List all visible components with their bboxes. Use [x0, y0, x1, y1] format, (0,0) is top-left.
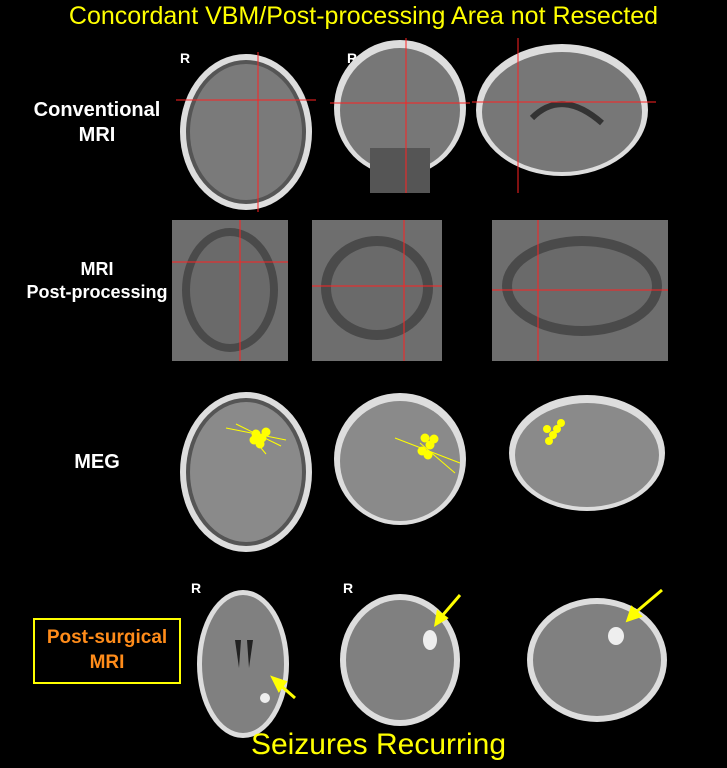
- post-surgical-coronal-image: [340, 594, 462, 726]
- post-surgical-sagittal-image: [527, 588, 667, 722]
- post-processing-axial-image: [172, 220, 288, 361]
- meg-sagittal-image: [509, 395, 665, 511]
- conventional-mri-coronal-image: [330, 38, 470, 193]
- label-line: Post-surgical: [46, 627, 168, 649]
- row-label-mri-post-processing: MRI Post-processing: [2, 258, 192, 303]
- post-surgical-axial-image: [197, 590, 296, 738]
- conventional-mri-axial-image: [176, 52, 316, 212]
- label-line: Post-processing: [26, 281, 168, 302]
- row-label-conventional-mri: Conventional MRI: [2, 98, 192, 148]
- row-label-meg: MEG: [74, 451, 120, 473]
- post-surgical-mri-label-box: Post-surgical MRI: [33, 618, 181, 684]
- label-line: MRI: [89, 652, 125, 673]
- conventional-mri-sagittal-image: [472, 38, 656, 193]
- slide-footer: Seizures Recurring: [250, 728, 507, 761]
- right-marker: R: [191, 580, 202, 596]
- right-marker: R: [347, 50, 358, 66]
- meg-coronal-image: [334, 393, 466, 525]
- label-line: Conventional: [33, 99, 161, 121]
- right-marker: R: [343, 580, 354, 596]
- post-processing-sagittal-image: [492, 220, 668, 361]
- right-marker: R: [180, 50, 191, 66]
- label-line: MRI: [78, 124, 116, 146]
- slide-title: Concordant VBM/Post-processing Area not …: [68, 2, 659, 30]
- meg-axial-image: [180, 392, 312, 552]
- post-processing-coronal-image: [312, 220, 442, 361]
- label-line: MRI: [80, 259, 114, 279]
